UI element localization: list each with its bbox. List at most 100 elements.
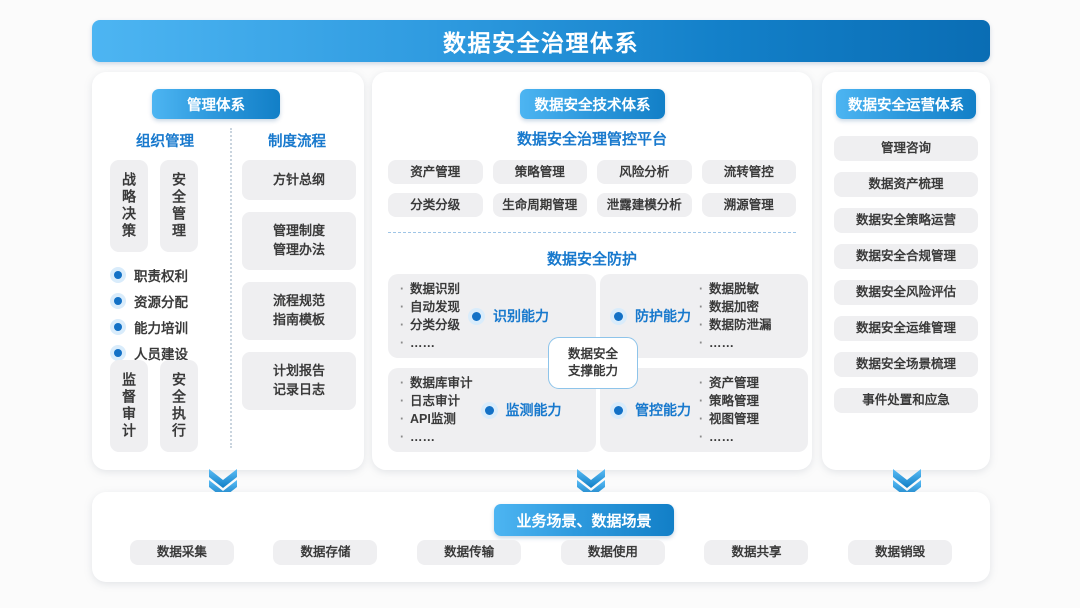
scene-pill[interactable]: 业务场景、数据场景 [494,504,674,536]
process-item[interactable]: 流程规范指南模板 [242,282,356,340]
bullet-dot-icon [110,319,126,335]
quadrant-item: 数据加密 [709,299,760,314]
bullet-marker: · [699,430,704,445]
process-item[interactable]: 计划报告记录日志 [242,352,356,410]
platform-item[interactable]: 策略管理 [492,160,587,184]
platform-item[interactable]: 流转管控 [701,160,796,184]
operations-panel: 数据安全运营体系 管理咨询 数据资产梳理 数据安全策略运营 数据安全合规管理 数… [822,72,990,470]
operations-item[interactable]: 数据安全策略运营 [834,208,978,233]
quadrant-item: 自动发现 [410,299,461,314]
capability-label: 识别能力 [493,308,550,324]
page-title-banner: 数据安全治理体系 [92,20,990,62]
quadrant-item: API监测 [410,412,456,426]
platform-item[interactable]: 溯源管理 [701,193,796,217]
org-box-strategy[interactable]: 战略决策 [110,160,148,252]
section-divider [388,232,796,233]
process-column-heading: 制度流程 [268,134,326,150]
platform-item[interactable]: 分类分级 [388,193,483,217]
bullet-marker: · [400,430,405,445]
quadrant-item: 视图管理 [709,412,760,426]
bullet-marker: · [400,375,405,390]
quadrant-item-list: ·数据库审计 ·日志审计 ·API监测 ·…… [400,374,473,447]
operations-pill-label: 数据安全运营体系 [848,97,964,114]
quadrant-item-list: ·数据脱敏 ·数据加密 ·数据防泄漏 ·…… [699,280,772,353]
process-item[interactable]: 方针总纲 [242,160,356,200]
bullet-marker: · [699,336,704,351]
platform-item[interactable]: 泄露建模分析 [597,193,692,217]
org-bullet-label: 资源分配 [134,295,188,310]
platform-item[interactable]: 资产管理 [388,160,483,184]
org-box-security-mgmt[interactable]: 安全管理 [160,160,198,252]
quadrant-monitoring[interactable]: ·数据库审计 ·日志审计 ·API监测 ·…… 监测能力 [388,368,596,452]
capability-badge: 监测能力 [480,400,562,420]
support-capability-badge[interactable]: 数据安全支撑能力 [548,337,638,389]
quadrant-item: …… [410,336,435,351]
quadrant-item: 数据库审计 [410,375,473,390]
quadrant-item: 数据脱敏 [709,281,760,296]
capability-label: 监测能力 [505,402,562,418]
quadrant-protection[interactable]: 防护能力 ·数据脱敏 ·数据加密 ·数据防泄漏 ·…… [600,274,808,358]
operations-item[interactable]: 数据安全场景梳理 [834,352,978,377]
scene-panel: 业务场景、数据场景 数据采集 数据存储 数据传输 数据使用 数据共享 数据销毁 [92,492,990,582]
platform-item[interactable]: 风险分析 [597,160,692,184]
platform-item[interactable]: 生命周期管理 [492,193,587,217]
management-panel: 管理体系 组织管理 制度流程 战略决策 安全管理 职责权利 资源分配 能力培训 … [92,72,364,470]
quadrant-item: 策略管理 [709,393,760,408]
capability-badge: 识别能力 [468,306,549,326]
capability-badge: 管控能力 [610,400,691,420]
platform-capability-grid: 资产管理 策略管理 风险分析 流转管控 分类分级 生命周期管理 泄露建模分析 溯… [388,160,796,217]
bullet-marker: · [699,375,704,390]
org-box-supervision-audit[interactable]: 监督审计 [110,360,148,452]
org-column-heading: 组织管理 [136,134,194,150]
operations-item[interactable]: 事件处置和应急 [834,388,978,413]
quadrant-item: …… [709,430,734,445]
operations-item[interactable]: 数据安全合规管理 [834,244,978,269]
quadrant-item: 数据防泄漏 [709,318,772,332]
bullet-dot-icon [110,267,126,283]
bullet-marker: · [400,393,405,408]
list-item[interactable]: 职责权利 [110,262,228,288]
org-bullet-label: 能力培训 [134,321,188,336]
quadrant-item-list: ·资产管理 ·策略管理 ·视图管理 ·…… [699,374,759,447]
scene-pill-label: 业务场景、数据场景 [516,512,652,530]
scene-item[interactable]: 数据存储 [273,540,378,565]
operations-item[interactable]: 数据资产梳理 [834,172,978,197]
bullet-marker: · [699,299,704,314]
bullet-marker: · [400,318,405,332]
org-bullet-label: 职责权利 [134,269,188,284]
scene-item[interactable]: 数据采集 [129,540,234,565]
bullet-marker: · [400,281,405,296]
list-item[interactable]: 资源分配 [110,288,228,314]
operations-item-list: 管理咨询 数据资产梳理 数据安全策略运营 数据安全合规管理 数据安全风险评估 数… [834,136,978,413]
org-bullet-label: 人员建设 [134,347,188,362]
management-pill-label: 管理体系 [187,97,245,114]
bullet-marker: · [699,281,704,296]
scene-item[interactable]: 数据销毁 [848,540,953,565]
bullet-dot-icon [110,293,126,309]
operations-item[interactable]: 管理咨询 [834,136,978,161]
operations-pill[interactable]: 数据安全运营体系 [836,89,976,119]
bullet-marker: · [699,393,704,408]
capability-dot-icon [610,307,627,325]
process-item[interactable]: 管理制度管理办法 [242,212,356,270]
scene-item[interactable]: 数据传输 [417,540,522,565]
bullet-marker: · [699,318,704,332]
capability-dot-icon [468,307,486,325]
quadrant-item: 资产管理 [709,375,760,390]
capability-label: 管控能力 [635,402,691,418]
bullet-dot-icon [110,345,126,361]
capability-dot-icon [610,401,627,419]
list-item[interactable]: 能力培训 [110,314,228,340]
operations-item[interactable]: 数据安全风险评估 [834,280,978,305]
operations-item[interactable]: 数据安全运维管理 [834,316,978,341]
capability-dot-icon [480,401,498,419]
technology-pill[interactable]: 数据安全技术体系 [520,89,665,119]
org-box-security-execution[interactable]: 安全执行 [160,360,198,452]
list-item[interactable]: 人员建设 [110,340,228,366]
management-pill[interactable]: 管理体系 [152,89,280,119]
scene-item[interactable]: 数据共享 [704,540,809,565]
page-title: 数据安全治理体系 [443,30,639,56]
column-divider [230,128,232,448]
scene-item[interactable]: 数据使用 [560,540,665,565]
